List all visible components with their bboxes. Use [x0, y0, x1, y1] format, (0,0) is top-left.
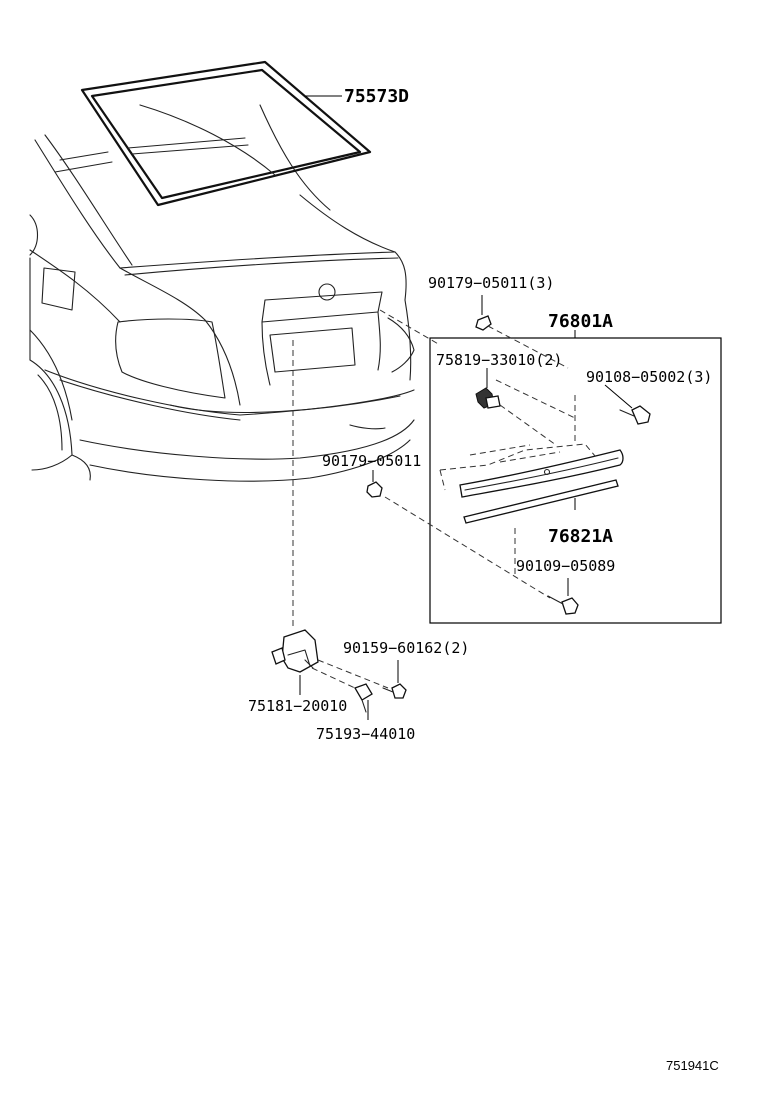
screw-90108-05002-3 — [574, 384, 651, 445]
label-76801A: 76801A — [548, 311, 613, 332]
plug-75193-44010 — [354, 683, 373, 720]
camera-assembly — [271, 629, 389, 695]
bolt-90109-05089 — [514, 528, 579, 615]
nut-90179-05011-3 — [475, 295, 569, 369]
label-76821A: 76821A — [548, 526, 613, 547]
label-90179-05011-3: 90179−05011(3) — [428, 274, 554, 292]
label-75193-44010: 75193−44010 — [316, 725, 415, 743]
label-90109-05089: 90109−05089 — [516, 557, 615, 575]
clip-75819-33010-2 — [475, 368, 576, 446]
label-75819-33010-2: 75819−33010(2) — [436, 351, 562, 369]
moulding-strip — [463, 479, 619, 524]
rear-window-glass — [80, 60, 372, 207]
car-body-illustration — [29, 104, 415, 482]
garnish-moulding — [439, 443, 624, 498]
label-75181-20010: 75181−20010 — [248, 697, 347, 715]
screw-90159-60162-2 — [382, 660, 407, 699]
figure-code: 751941C — [666, 1058, 719, 1073]
label-90159-60162-2: 90159−60162(2) — [343, 639, 469, 657]
nut-90179-05011 — [366, 470, 551, 599]
label-75573D: 75573D — [344, 86, 409, 107]
label-90108-05002-3: 90108−05002(3) — [586, 368, 712, 386]
label-90179-05011: 90179−05011 — [322, 452, 421, 470]
